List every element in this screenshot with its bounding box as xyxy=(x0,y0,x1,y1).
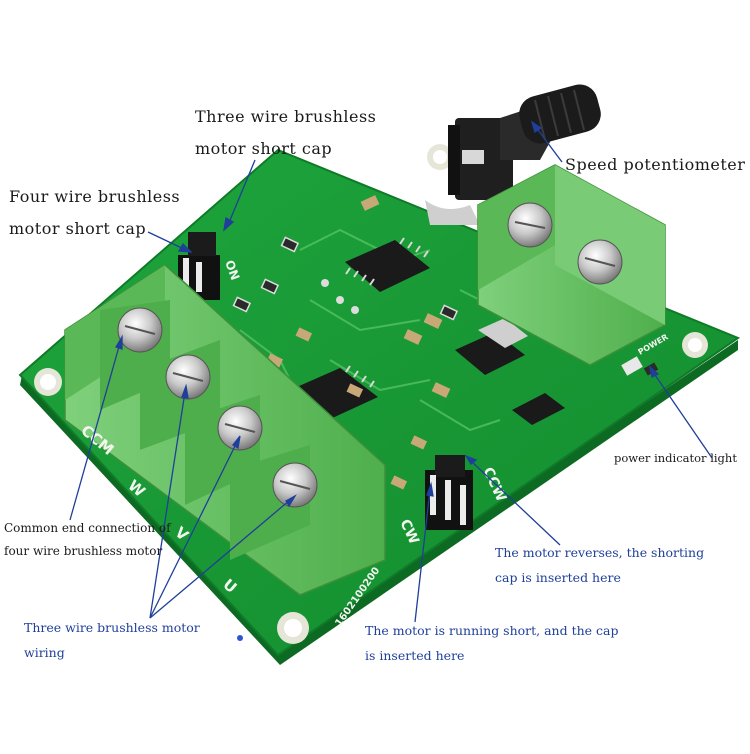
power-terminal-block xyxy=(477,164,666,366)
label-motor-reverse-line1: The motor reverses, the shorting xyxy=(495,545,705,560)
mounting-holes xyxy=(34,144,708,644)
direction-jumper-header xyxy=(425,455,473,530)
label-three-wire-cap-line2: motor short cap xyxy=(195,139,333,158)
label-motor-reverse-line2: cap is inserted here xyxy=(495,570,621,585)
label-power-indicator: power indicator light xyxy=(614,451,737,465)
label-three-wire-wiring-line2: wiring xyxy=(24,645,65,660)
motor-terminal-block xyxy=(64,264,386,596)
diode xyxy=(512,393,565,425)
label-motor-run-line2: is inserted here xyxy=(365,648,465,663)
blue-dot xyxy=(237,635,243,641)
label-four-wire-cap-line2: motor short cap xyxy=(9,219,147,238)
silk-on: ON xyxy=(222,258,242,282)
smd-components xyxy=(232,195,459,490)
ic-chip-upper xyxy=(345,237,430,292)
annotation-arrows xyxy=(69,120,713,623)
label-common-end-line2: four wire brushless motor xyxy=(4,544,163,558)
voltage-regulator xyxy=(455,318,528,375)
label-four-wire-cap-line1: Four wire brushless xyxy=(9,187,181,206)
label-speed-potentiometer: Speed potentiometer xyxy=(565,155,746,174)
label-three-wire-cap-line1: Three wire brushless xyxy=(195,107,377,126)
label-common-end-line1: Common end connection of xyxy=(4,521,171,535)
four-wire-short-cap-jumper xyxy=(178,232,220,300)
label-three-wire-wiring-line1: Three wire brushless motor xyxy=(24,620,200,635)
label-motor-run-line1: The motor is running short, and the cap xyxy=(365,623,619,638)
